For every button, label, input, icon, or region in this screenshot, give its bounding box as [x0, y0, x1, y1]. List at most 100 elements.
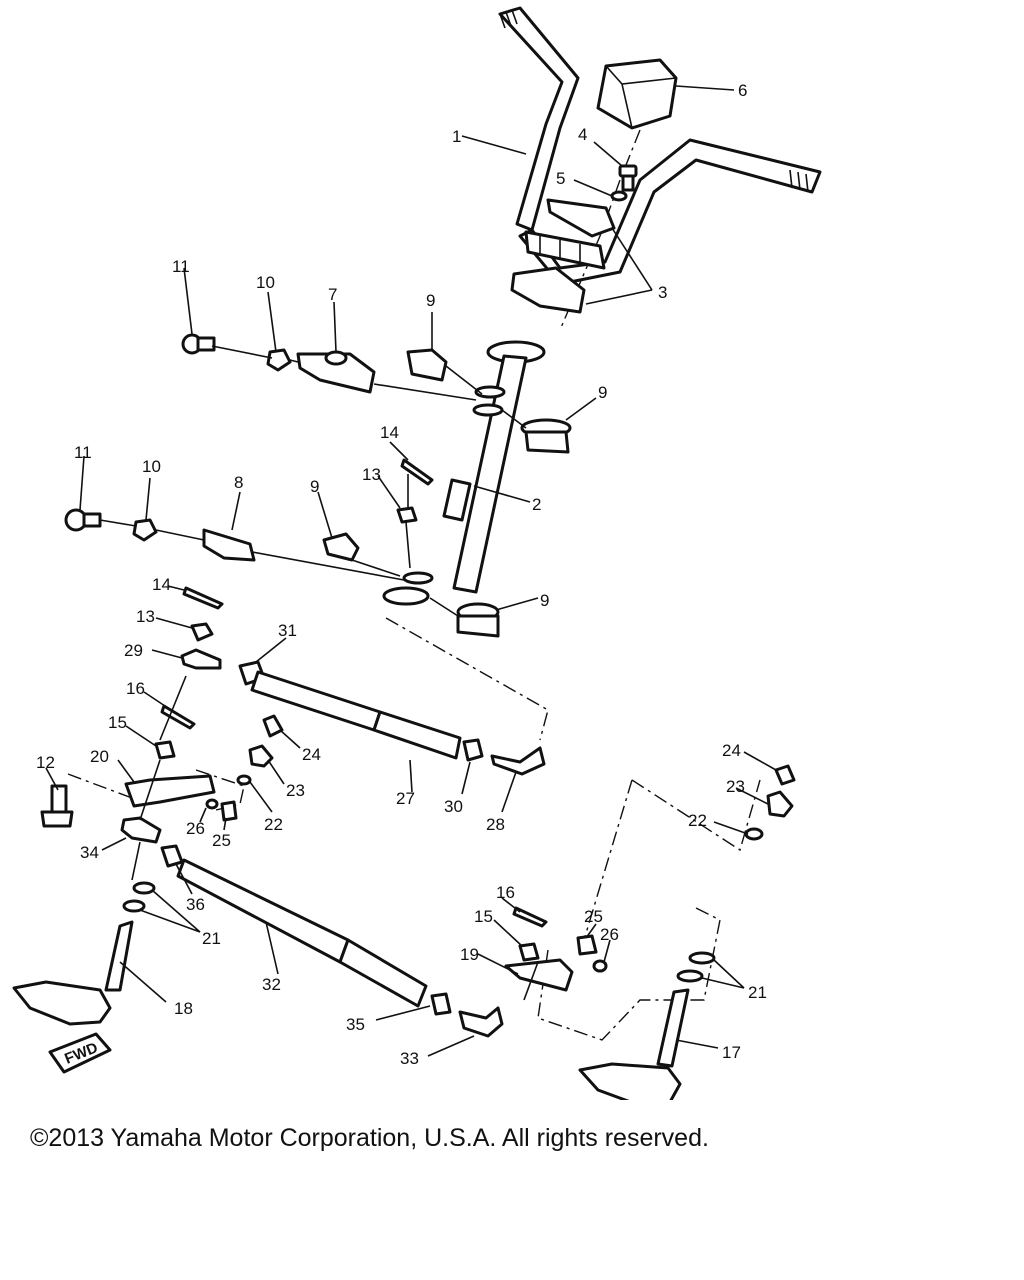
bolt-4 — [618, 164, 638, 192]
nut-15-a — [154, 740, 176, 760]
callout-6: 6 — [738, 81, 747, 100]
right-spindle-link — [523, 961, 539, 1001]
ball-joint-29 — [180, 648, 222, 670]
washer-21-right-b — [676, 969, 704, 983]
locknut-35 — [430, 992, 452, 1016]
bushing-9-c — [322, 532, 360, 562]
washer-21-left-a — [132, 881, 156, 895]
callout-28: 28 — [486, 815, 505, 834]
steering-arm-19 — [504, 958, 574, 992]
callout-10b: 10 — [142, 457, 161, 476]
callout-31: 31 — [278, 621, 297, 640]
callout-3: 3 — [658, 283, 667, 302]
callout-33: 33 — [400, 1049, 419, 1068]
centerline-upper — [559, 129, 641, 331]
callout-32: 32 — [262, 975, 281, 994]
washer-21-left-b — [122, 899, 146, 913]
lower-bolt-line — [99, 474, 459, 617]
callout-1: 1 — [452, 127, 461, 146]
callout-20: 20 — [90, 747, 109, 766]
bushing-9-a — [406, 348, 448, 382]
callout-8: 8 — [234, 473, 243, 492]
bolt-24-right — [774, 764, 796, 786]
leader-lines — [45, 85, 777, 1057]
callout-27: 27 — [396, 789, 415, 808]
bolt-12 — [40, 784, 74, 828]
locknut-36 — [160, 844, 184, 868]
callout-11b: 11 — [74, 443, 92, 462]
spindle-18 — [12, 920, 134, 1026]
right-arm-outline — [537, 779, 761, 1041]
centerline-column — [385, 617, 549, 741]
column-holder-8 — [202, 528, 256, 562]
callout-9c: 9 — [310, 477, 319, 496]
cotter-pin-16-b — [512, 906, 548, 928]
ball-joint-34 — [120, 816, 162, 844]
callout-7: 7 — [328, 285, 337, 304]
handlebar-cover — [596, 58, 678, 130]
steering-arm-20 — [124, 774, 216, 808]
washer-26-right — [592, 959, 608, 973]
ball-joint-28 — [490, 746, 546, 776]
callout-15a: 15 — [108, 713, 127, 732]
left-arm-link — [131, 675, 187, 881]
callout-23b: 23 — [726, 777, 745, 796]
callout-23a: 23 — [286, 781, 305, 800]
nut-15-b — [518, 942, 540, 962]
washer-26-left — [205, 798, 219, 810]
callout-35: 35 — [346, 1015, 365, 1034]
nut-10-upper — [266, 348, 292, 372]
callout-26a: 26 — [186, 819, 205, 838]
callouts: 1 2 3 4 5 6 7 8 9 9 9 9 10 10 11 11 12 1… — [36, 81, 767, 1068]
callout-16a: 16 — [126, 679, 145, 698]
washer-5 — [610, 190, 628, 202]
cotter-pin-14-b — [182, 586, 224, 610]
callout-10a: 10 — [256, 273, 275, 292]
callout-17: 17 — [722, 1043, 741, 1062]
fwd-marker: FWD — [48, 1032, 112, 1074]
callout-21a: 21 — [202, 929, 221, 948]
callout-16b: 16 — [496, 883, 515, 902]
steering-parts-diagram: FWD — [12, 6, 822, 1100]
callout-9a: 9 — [426, 291, 435, 310]
upper-bolt-line — [211, 345, 527, 429]
handlebar-holder-lower — [510, 266, 586, 314]
callout-4: 4 — [578, 125, 587, 144]
washer-22-left — [236, 774, 252, 786]
callout-36: 36 — [186, 895, 205, 914]
callout-26b: 26 — [600, 925, 619, 944]
callout-15b: 15 — [474, 907, 493, 926]
locknut-30 — [462, 738, 484, 762]
callout-25b: 25 — [584, 907, 603, 926]
bolt-24-left — [262, 714, 284, 738]
callout-9d: 9 — [540, 591, 549, 610]
steering-column — [382, 340, 546, 606]
callout-24b: 24 — [722, 741, 741, 760]
bushing-9-b — [520, 418, 572, 454]
callout-34: 34 — [80, 843, 99, 862]
callout-12: 12 — [36, 753, 55, 772]
bolt-11-lower — [64, 508, 102, 532]
callout-13b: 13 — [136, 607, 155, 626]
callout-30: 30 — [444, 797, 463, 816]
callout-22a: 22 — [264, 815, 283, 834]
callout-18: 18 — [174, 999, 193, 1018]
tie-rod-27 — [250, 670, 462, 760]
bolt-11-upper — [181, 333, 216, 355]
spindle-17 — [578, 988, 690, 1100]
callout-2: 2 — [532, 495, 541, 514]
callout-25a: 25 — [212, 831, 231, 850]
cotter-pin-14-a — [400, 458, 434, 486]
column-holder-7 — [296, 350, 376, 394]
cotter-pin-16-a — [160, 704, 196, 730]
plate-23-right — [766, 790, 794, 818]
bushing-9-d — [456, 602, 500, 638]
bolt-25-right — [576, 934, 598, 956]
washer-22-right — [744, 827, 764, 841]
callout-29: 29 — [124, 641, 143, 660]
callout-13a: 13 — [362, 465, 381, 484]
callout-9b: 9 — [598, 383, 607, 402]
handlebar-holder-upper — [546, 198, 616, 238]
callout-19: 19 — [460, 945, 479, 964]
nut-13-b — [190, 622, 214, 642]
